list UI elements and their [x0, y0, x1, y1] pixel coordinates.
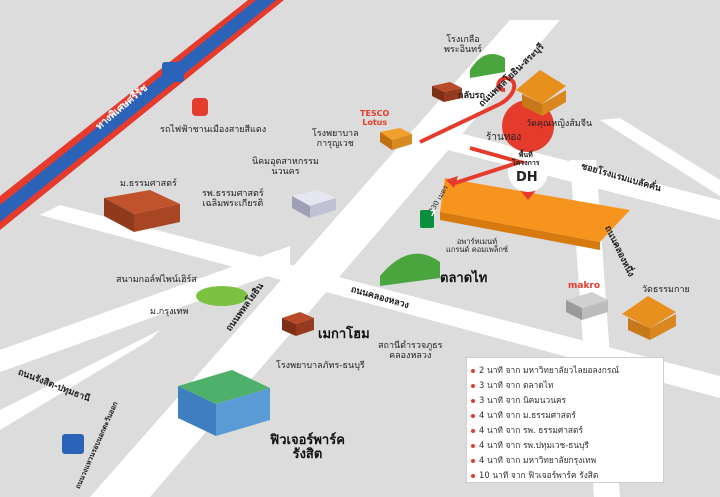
- building-thammasat: [104, 190, 180, 232]
- label-temple-nong: วัดคุณหญิงส้มจีน: [526, 119, 593, 129]
- road-rangsit-pathum: [0, 246, 290, 372]
- legend-row: 4 นาที จาก รพ. ธรรมศาสตร์: [471, 423, 583, 437]
- tollway-blue-band: [0, 0, 276, 222]
- label-ran-thong: ร้านทอง: [486, 132, 522, 143]
- tollway-red-band: [0, 0, 284, 230]
- legend-box: 2 นาที จาก มหาวิทยาลัยวไลยอลงกรณ์ 3 นาที…: [466, 357, 664, 483]
- label-temple-kai: วัดธรรมกาย: [642, 285, 690, 295]
- label-patrarat-hospital: โรงพยาบาลภัทร-ธนบุรี: [276, 361, 365, 371]
- building-makro: [566, 292, 608, 320]
- label-thammasat-hospital: รพ.ธรรมศาสตร์ เฉลิมพระเกียรติ: [202, 189, 264, 209]
- talad-thai-dome: [380, 253, 440, 286]
- label-hospital-karunyavej: โรงพยาบาล การุญเวช: [312, 129, 359, 149]
- label-tesco: TESCO Lotus: [360, 109, 390, 127]
- highway-sign-icon: [162, 62, 184, 82]
- legend-row: 4 นาที จาก ม.ธรรมศาสตร์: [471, 408, 576, 422]
- project-site: [440, 178, 630, 242]
- highway-sign-icon-2: [62, 434, 84, 454]
- label-industrial: นิคมอุตสาหกรรม นวนคร: [252, 157, 319, 177]
- building-salt-factory: [432, 82, 462, 102]
- golf-course: [196, 286, 248, 306]
- route-turn: [451, 146, 527, 186]
- label-mega-home: เมกาโฮม: [318, 327, 370, 342]
- train-icon: [192, 98, 208, 116]
- label-talad-thai: ตลาดไท: [440, 271, 488, 286]
- label-salt-factory: โรงเกลือ พระอินทร์: [444, 35, 482, 55]
- temple-top: [516, 70, 566, 116]
- salt-factory-dome: [470, 54, 505, 78]
- building-tesco: [380, 128, 412, 150]
- label-uturn: กลับรถ: [458, 91, 485, 101]
- label-bu: ม.กรุงเทพ: [150, 307, 189, 317]
- label-site-code: DH: [516, 170, 538, 185]
- legend-row: 4 นาที จาก มหาวิทยาลัยกรุงเทพ: [471, 453, 596, 467]
- label-makro: makro: [568, 281, 601, 291]
- legend-row: 10 นาที จาก ฟิวเจอร์พาร์ค รังสิต: [471, 468, 598, 482]
- seven-eleven-icon: [420, 210, 434, 228]
- legend-row: 2 นาที จาก มหาวิทยาลัยวไลยอลงกรณ์: [471, 363, 619, 377]
- legend-row: 3 นาที จาก ตลาดไท: [471, 378, 553, 392]
- temple-bottom: [622, 296, 676, 340]
- label-future-park: ฟิวเจอร์พาร์ค รังสิต: [270, 433, 345, 463]
- label-red-line: รถไฟฟ้าชานเมืองสายสีแดง: [160, 125, 267, 135]
- building-megahome: [282, 312, 314, 336]
- uturn-arrow: [496, 75, 517, 106]
- building-industrial: [292, 190, 336, 218]
- legend-row: 4 นาที จาก รพ.ปทุมเวช-ธนบุรี: [471, 438, 589, 452]
- road-khlong-nueng: [600, 118, 720, 196]
- building-future-park: [178, 370, 270, 436]
- label-site: พื้นที่ โครงการ: [512, 151, 540, 167]
- project-site-edge: [440, 212, 600, 250]
- road-khlong-luang: [40, 205, 720, 398]
- road-lower-left: [0, 330, 160, 430]
- legend-row: 3 นาที จาก นิคมนวนคร: [471, 393, 566, 407]
- route-arrowhead: [446, 176, 458, 188]
- label-apartment: อพาร์ทเมนท์ แกรนด์ คอมเพล็กซ์: [446, 237, 508, 255]
- label-police: สถานีตำรวจภูธร คลองหลวง: [378, 341, 443, 361]
- label-thammasat: ม.ธรรมศาสตร์: [120, 179, 177, 189]
- route-line: [419, 102, 501, 144]
- label-seven-eleven: 7: [430, 209, 436, 218]
- label-golf: สนามกอล์ฟไพน์เฮิร์ส: [116, 275, 197, 285]
